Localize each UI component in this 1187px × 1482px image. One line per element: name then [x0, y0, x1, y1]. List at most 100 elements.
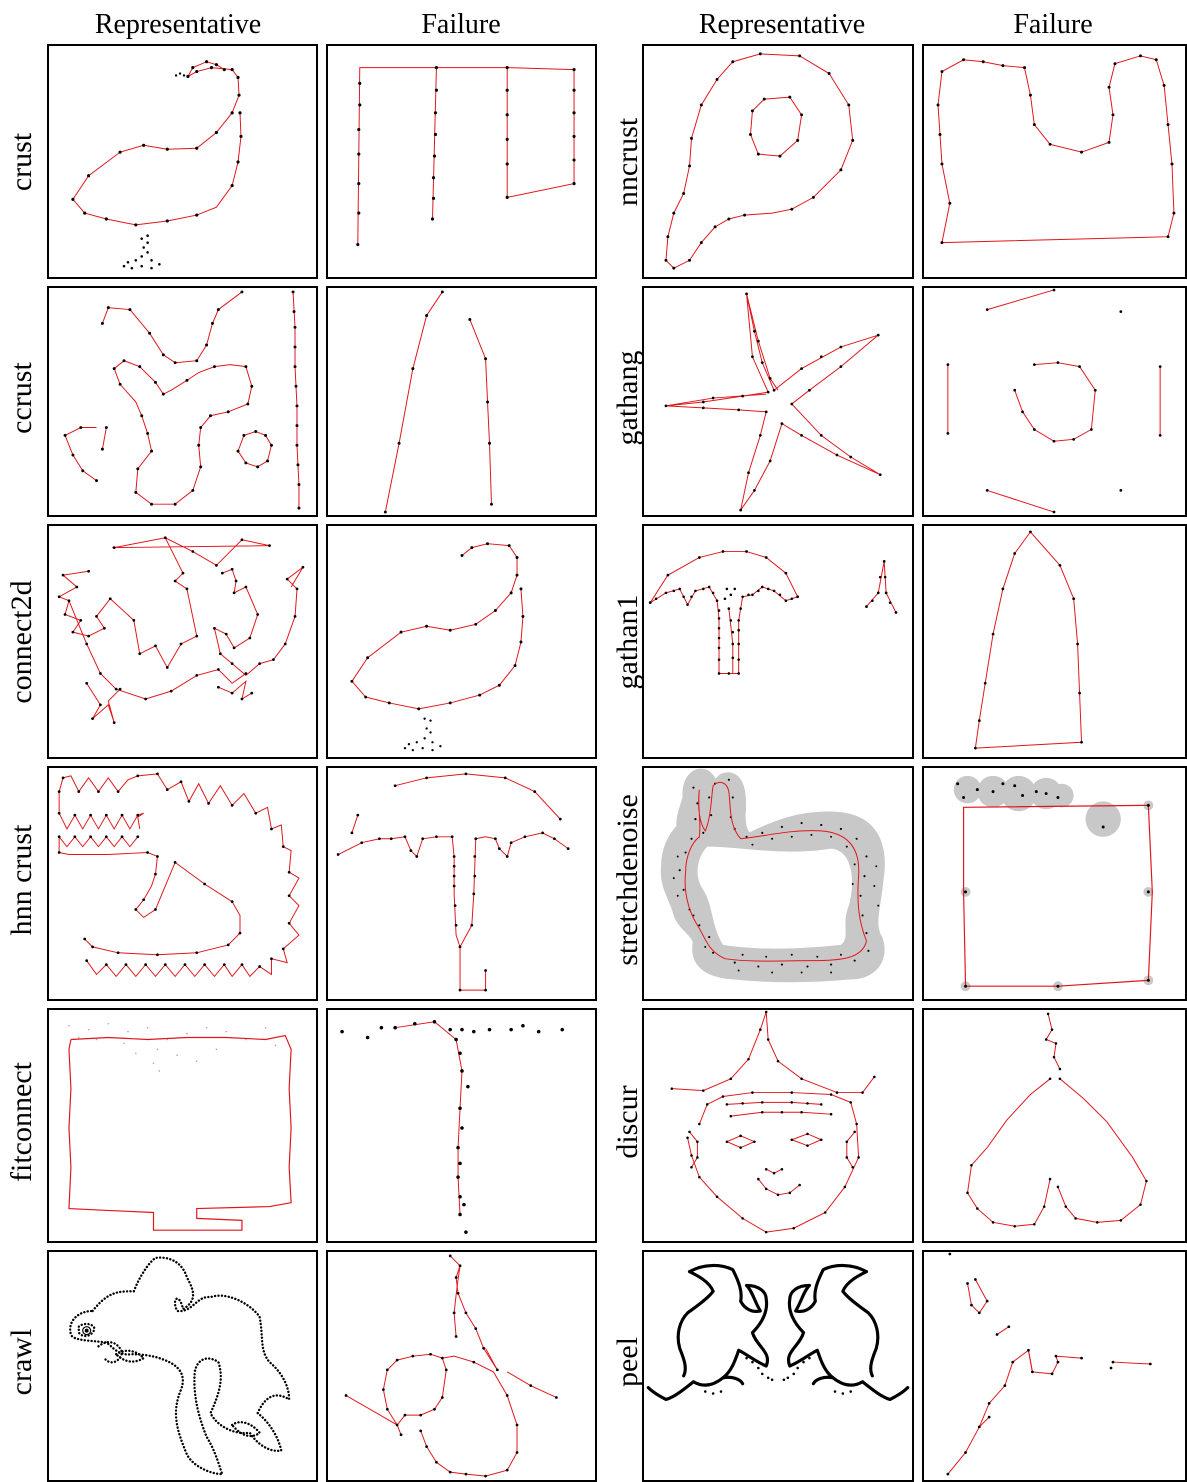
reconstruction-edges	[666, 294, 880, 510]
sample-points	[649, 550, 897, 675]
reconstruction-edges	[346, 1256, 556, 1476]
row-label-hnn-crust-text: hnn crust	[5, 825, 39, 936]
row-label-discur-text: discur	[611, 1085, 645, 1158]
noise-regions	[954, 776, 1154, 991]
curve-u-shape	[924, 46, 1185, 277]
sample-points	[947, 289, 1162, 514]
noise-points	[68, 1023, 276, 1072]
row-label-fitconnect-text: fitconnect	[5, 1062, 39, 1182]
row-label-stretchdenoise-text: stretchdenoise	[611, 794, 645, 966]
reconstruction-edges	[666, 54, 853, 268]
sample-points	[337, 773, 570, 992]
panel-gathan1-failure	[922, 524, 1187, 759]
panel-gathang-representative	[642, 286, 914, 517]
row-label-crawl-text: crawl	[5, 1329, 39, 1396]
panel-stretchdenoise-failure	[922, 766, 1187, 1001]
sample-points	[350, 542, 524, 751]
sample-points	[58, 773, 291, 968]
curve-rabbit	[644, 768, 912, 999]
column-header-left-failure: Failure	[356, 8, 566, 42]
row-label-ccrust-text: ccrust	[5, 362, 39, 434]
sample-points	[974, 531, 1083, 750]
panel-crust-representative	[47, 44, 318, 279]
sample-points	[966, 1013, 1147, 1228]
reconstruction-edges	[948, 1280, 1150, 1475]
curve-sparse-face	[924, 288, 1185, 515]
noise-region-fill	[698, 847, 852, 949]
reconstruction-edges	[968, 1014, 1147, 1226]
curve-paddle	[644, 46, 912, 277]
column-header-right-representative: Representative	[672, 8, 892, 42]
curve-swan	[328, 526, 595, 757]
reconstruction-edges	[69, 1036, 291, 1231]
sample-points	[946, 1253, 1151, 1476]
reconstruction-edges	[395, 1022, 462, 1215]
curve-fish-fragments	[328, 1252, 595, 1480]
row-label-gathan1-text: gathan1	[611, 595, 645, 690]
reconstruction-edges	[338, 774, 568, 990]
row-label-nncrust-text: nncrust	[611, 118, 645, 206]
reconstruction-edges	[59, 774, 299, 976]
sample-points	[340, 1020, 564, 1234]
reconstruction-edges	[352, 544, 523, 709]
reconstruction-edges	[385, 292, 491, 512]
column-header-left-representative: Representative	[68, 8, 288, 42]
sample-points	[937, 54, 1176, 244]
row-label-gathang-text: gathang	[611, 351, 645, 446]
curve-fragments	[924, 1252, 1185, 1480]
panel-discur-representative	[642, 1008, 914, 1243]
reconstruction-edges	[59, 538, 303, 723]
sample-points	[345, 1255, 558, 1478]
panel-stretchdenoise-representative	[642, 766, 914, 1001]
row-label-crust-text: crust	[5, 133, 39, 191]
panel-gathan1-representative	[642, 524, 914, 759]
curve-umbrella	[644, 526, 912, 757]
panel-connect2d-failure	[326, 524, 597, 759]
row-label-connect2d-text: connect2d	[5, 580, 39, 703]
antelope-left	[648, 1265, 767, 1399]
column-header-right-failure: Failure	[948, 8, 1158, 42]
sample-points	[356, 66, 575, 246]
curve-crocodile	[49, 768, 316, 999]
curve-face	[644, 1010, 912, 1241]
panel-gathang-failure	[922, 286, 1187, 517]
panel-fitconnect-failure	[326, 1008, 597, 1243]
curve-squiggles	[49, 288, 316, 515]
curve-leaf	[924, 526, 1185, 757]
panel-ccrust-representative	[47, 286, 318, 517]
eye	[83, 1327, 91, 1335]
curve-swan	[49, 46, 316, 277]
curve-antelopes	[644, 1252, 912, 1480]
panel-discur-failure	[922, 1008, 1187, 1243]
panel-hnn-crust-failure	[326, 766, 597, 1001]
reconstruction-edges	[672, 1012, 874, 1232]
curve-star	[644, 288, 912, 515]
sample-points	[664, 52, 854, 269]
reconstruction-edges	[650, 552, 896, 674]
panel-fitconnect-representative	[47, 1008, 318, 1243]
curve-letters	[328, 46, 595, 277]
panel-crawl-representative	[47, 1250, 318, 1482]
panel-nncrust-representative	[642, 44, 914, 279]
curve-t-shape	[328, 1010, 595, 1241]
sample-points	[956, 782, 1150, 987]
antelope-right	[788, 1265, 907, 1399]
curve-umbrella	[328, 768, 595, 999]
reconstruction-edges	[964, 805, 1153, 986]
panel-crawl-failure	[326, 1250, 597, 1482]
curve-dragon	[49, 526, 316, 757]
panel-peel-representative	[642, 1250, 914, 1482]
sample-points	[671, 1011, 876, 1234]
curve-arches	[328, 288, 595, 515]
reconstruction-edges	[938, 56, 1174, 243]
curve-noisy-rectangle	[49, 1010, 316, 1241]
curve-denoised-square	[924, 768, 1185, 999]
reconstruction-edges	[948, 290, 1160, 512]
panel-peel-failure	[922, 1250, 1187, 1482]
reconstruction-edges	[65, 292, 299, 508]
curve-heart	[924, 1010, 1185, 1241]
dotted-curve	[70, 1258, 289, 1475]
row-label-peel-text: peel	[611, 1337, 645, 1387]
reconstruction-edges	[358, 68, 574, 245]
panel-hnn-crust-representative	[47, 766, 318, 1001]
